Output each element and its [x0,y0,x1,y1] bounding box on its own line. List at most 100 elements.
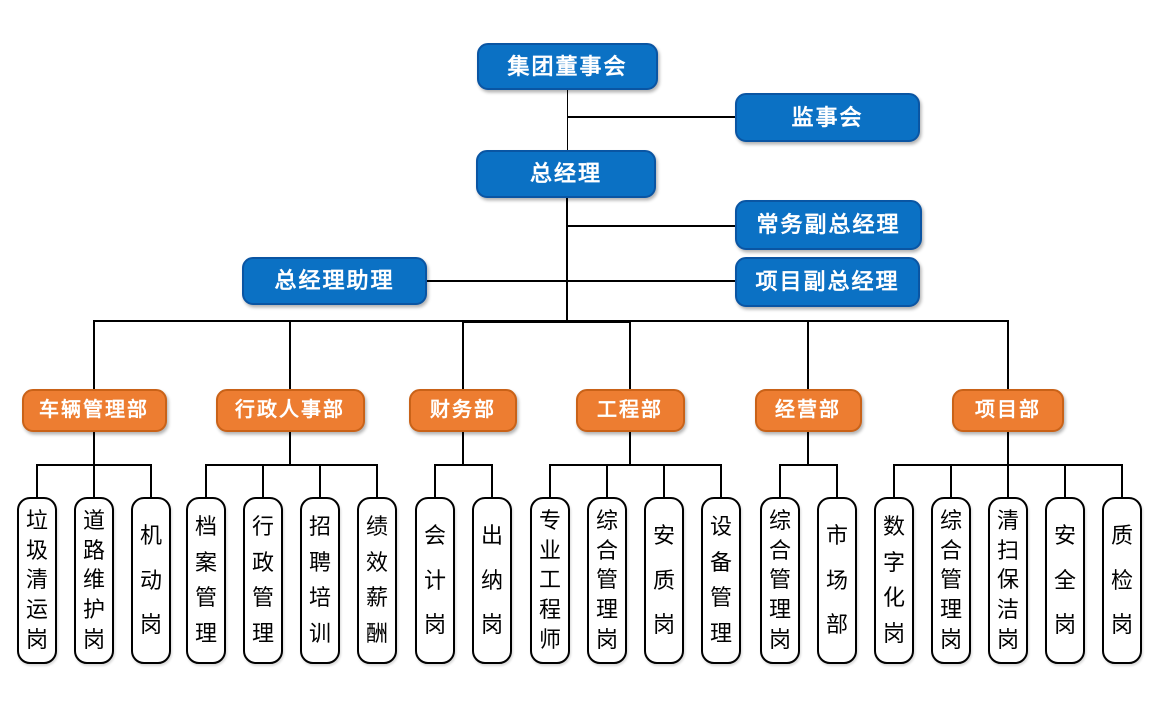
connector-line [427,280,735,282]
department-node-6[interactable]: 项目部 [952,389,1064,432]
node-gm-assistant[interactable]: 总经理助理 [242,257,427,305]
connector-line [779,465,781,497]
connector-line [720,465,722,497]
position-node-2-4[interactable]: 绩效薪酬 [357,497,397,664]
position-label-char: 会 [423,522,446,548]
position-label-char: 培 [308,585,331,611]
position-node-1-2[interactable]: 道路维护岗 [74,497,114,664]
position-node-4-2[interactable]: 综合管理岗 [587,497,627,664]
department-label-3: 财务部 [430,399,496,421]
connector-line [1007,465,1009,497]
connector-line [93,322,95,389]
node-general-manager[interactable]: 总经理 [476,150,656,198]
position-node-6-4[interactable]: 安全岗 [1045,497,1085,664]
position-label-char: 场 [825,567,848,593]
position-label-char: 扫 [996,537,1019,563]
connector-line [93,432,95,465]
connector-line [434,464,493,466]
node-supervisory-board[interactable]: 监事会 [735,93,920,142]
position-label-char: 薪 [365,585,388,611]
connector-line [566,90,569,150]
position-label-char: 出 [480,522,503,548]
position-node-1-1[interactable]: 垃圾清运岗 [17,497,57,664]
position-label-char: 管 [768,567,791,593]
position-node-2-3[interactable]: 招聘培训 [300,497,340,664]
department-node-2[interactable]: 行政人事部 [215,389,365,432]
position-label-char: 道 [82,507,105,533]
position-label-char: 效 [365,549,388,575]
node-gm-assistant-label: 总经理助理 [274,268,395,294]
connector-line [629,432,631,465]
position-label-char: 业 [538,537,561,563]
position-label-char: 管 [194,585,217,611]
position-label-char: 合 [595,537,618,563]
position-label-char: 管 [251,585,274,611]
connector-line [289,322,291,389]
position-node-3-2[interactable]: 出纳岗 [472,497,512,664]
department-node-5[interactable]: 经营部 [754,389,862,432]
position-node-4-3[interactable]: 安质岗 [644,497,684,664]
connector-line [463,319,631,323]
department-label-2: 行政人事部 [235,399,345,421]
position-label-char: 岗 [939,627,962,653]
position-label-char: 垃 [25,507,48,533]
position-label-char: 训 [308,621,331,647]
connector-line [319,465,321,497]
position-node-5-1[interactable]: 综合管理岗 [760,497,800,664]
position-label-char: 理 [768,597,791,623]
position-node-6-1[interactable]: 数字化岗 [874,497,914,664]
department-node-1[interactable]: 车辆管理部 [21,389,167,432]
position-label-char: 数 [882,513,905,539]
connector-line [549,464,722,466]
position-node-6-2[interactable]: 综合管理岗 [931,497,971,664]
department-label-5: 经营部 [775,399,841,421]
position-node-4-4[interactable]: 设备管理 [701,497,741,664]
position-node-1-3[interactable]: 机动岗 [131,497,171,664]
position-node-6-5[interactable]: 质检岗 [1102,497,1142,664]
node-project-deputy-gm[interactable]: 项目副总经理 [735,257,920,307]
position-node-4-1[interactable]: 专业工程师 [530,497,570,664]
node-group-board[interactable]: 集团董事会 [477,43,658,90]
department-node-4[interactable]: 工程部 [575,389,685,432]
position-label-char: 岗 [652,612,675,638]
position-node-6-3[interactable]: 清扫保洁岗 [988,497,1028,664]
position-label-char: 理 [595,597,618,623]
connector-line [262,465,264,497]
position-label-char: 合 [939,537,962,563]
position-label-char: 岗 [595,627,618,653]
node-executive-deputy-gm[interactable]: 常务副总经理 [735,200,922,250]
position-label-char: 质 [652,567,675,593]
position-label-char: 全 [1053,567,1076,593]
position-label-char: 管 [709,585,732,611]
connector-line [462,322,464,389]
position-node-2-2[interactable]: 行政管理 [243,497,283,664]
position-node-5-2[interactable]: 市场部 [817,497,857,664]
position-node-3-1[interactable]: 会计岗 [415,497,455,664]
position-label-char: 综 [768,507,791,533]
connector-line [1121,465,1123,497]
position-label-char: 洁 [996,597,1019,623]
position-label-char: 清 [25,567,48,593]
position-label-char: 机 [139,522,162,548]
node-general-manager-label: 总经理 [529,161,602,187]
connector-line [150,465,152,497]
connector-line [663,465,665,497]
position-label-char: 行 [251,513,274,539]
position-label-char: 岗 [1053,612,1076,638]
position-label-char: 备 [709,549,732,575]
position-label-char: 质 [1110,522,1133,548]
connector-line [205,464,378,466]
connector-line [893,465,895,497]
position-label-char: 岗 [82,627,105,653]
connector-line [1064,465,1066,497]
department-label-6: 项目部 [975,399,1041,421]
position-label-char: 岗 [25,627,48,653]
position-label-char: 路 [82,537,105,563]
position-node-2-1[interactable]: 档案管理 [186,497,226,664]
position-label-char: 档 [194,513,217,539]
connector-line [807,322,809,389]
connector-line [567,116,735,118]
position-label-char: 维 [82,567,105,593]
position-label-char: 部 [825,612,848,638]
department-node-3[interactable]: 财务部 [409,389,517,432]
